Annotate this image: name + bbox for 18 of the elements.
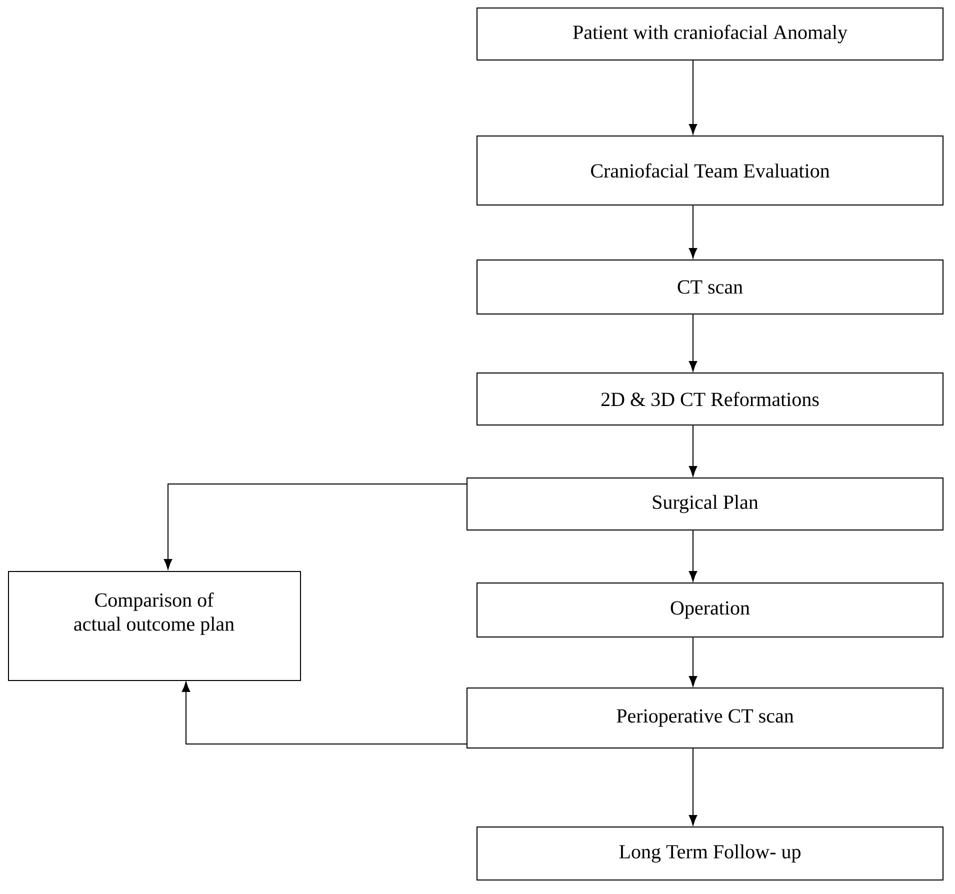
arrow bbox=[164, 484, 468, 570]
process-box: Patient with craniofacial Anomaly bbox=[476, 8, 944, 60]
arrow bbox=[688, 530, 698, 582]
process-box: Craniofacial Team Evaluation bbox=[476, 136, 944, 206]
arrow bbox=[688, 424, 698, 476]
arrow bbox=[688, 636, 698, 686]
arrow bbox=[688, 60, 698, 134]
arrow bbox=[688, 204, 698, 258]
process-box: Comparison of actual outcome plan bbox=[8, 571, 301, 681]
process-box: CT scan bbox=[476, 260, 944, 314]
process-box: Long Term Follow- up bbox=[476, 826, 944, 880]
arrow bbox=[182, 682, 468, 744]
process-box: Perioperative CT scan bbox=[466, 688, 944, 748]
process-box: 2D & 3D CT Reformations bbox=[476, 372, 944, 426]
process-box: Operation bbox=[476, 582, 944, 638]
arrow bbox=[688, 748, 698, 826]
process-box: Surgical Plan bbox=[466, 478, 944, 530]
arrow bbox=[688, 314, 698, 372]
